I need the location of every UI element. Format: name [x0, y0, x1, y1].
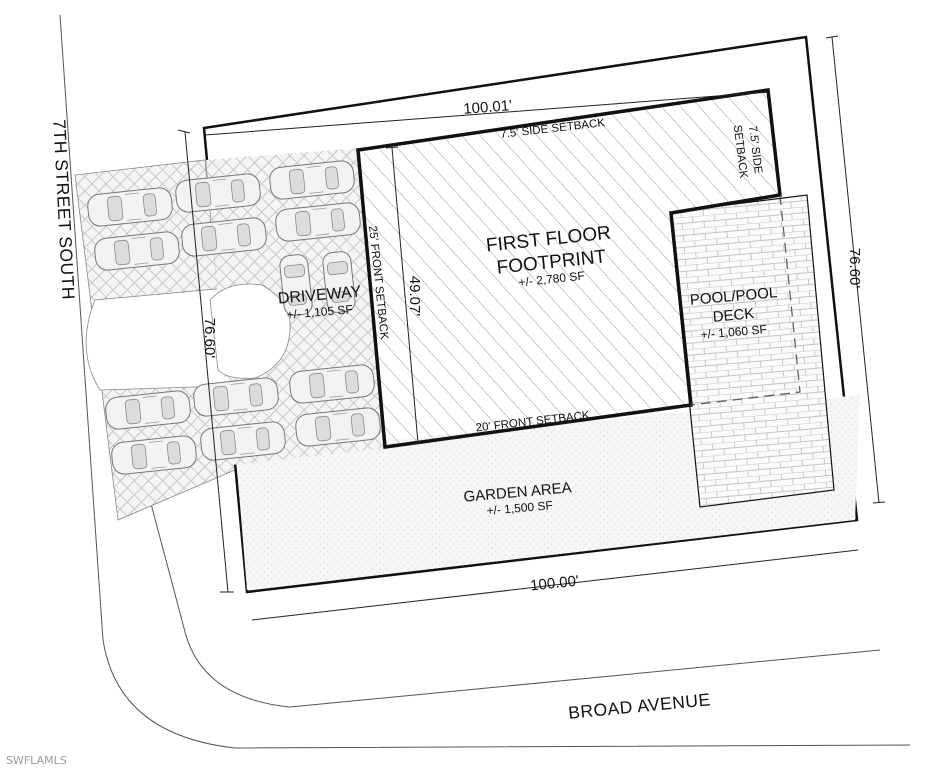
- pool-label-2: DECK: [712, 305, 755, 326]
- setback-dashed-line: [690, 194, 801, 406]
- dimension-lines: [177, 35, 886, 621]
- footprint-size: +/- 2,780 SF: [518, 269, 585, 290]
- dim-left: 76.60': [201, 318, 218, 359]
- street-label-south: BROAD AVENUE: [567, 689, 711, 723]
- dim-right: 76.60': [846, 248, 863, 289]
- pool-deck-area: [669, 194, 835, 508]
- dim-footprint-depth: 49.07': [406, 276, 423, 317]
- driveway-size: +/- 1,105 SF: [286, 302, 353, 322]
- first-floor-footprint: [356, 88, 782, 449]
- setback-side-right-1: 7.5' SIDE: [746, 125, 764, 175]
- driveway-turnaround: [209, 283, 291, 379]
- dim-top: 100.01': [463, 97, 513, 118]
- garden-size: +/- 1,500 SF: [486, 498, 553, 518]
- street-curbs: [59, 14, 911, 749]
- street-label-west: 7TH STREET SOUTH: [49, 119, 78, 301]
- dim-bottom: 100.00': [529, 573, 579, 595]
- watermark: SWFLAMLS: [6, 754, 67, 767]
- pool-size: +/- 1,060 SF: [700, 322, 767, 342]
